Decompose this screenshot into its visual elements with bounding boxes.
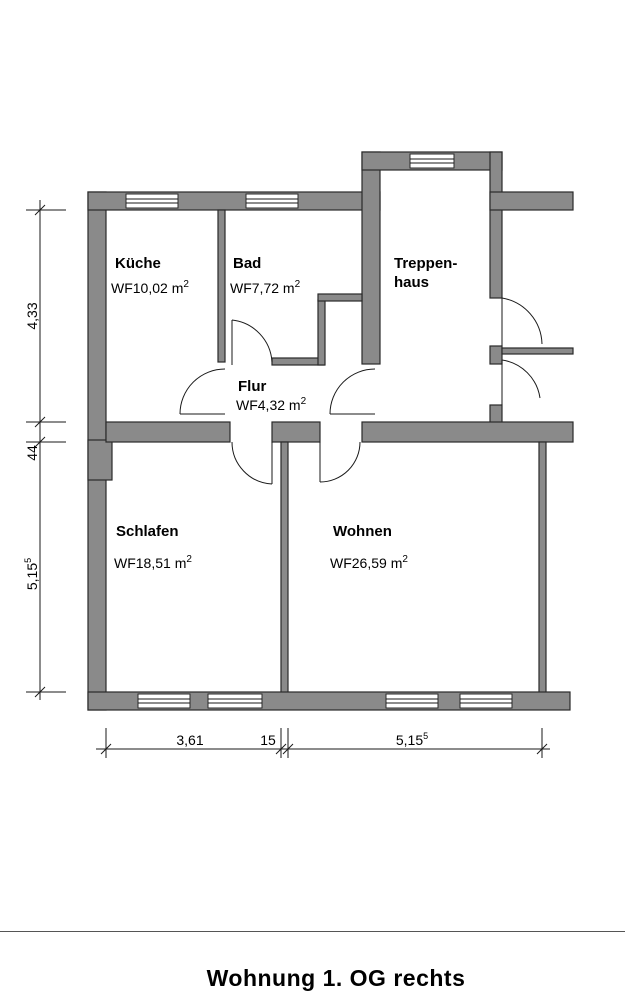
- wall-mid-left: [105, 421, 231, 443]
- wall-ext-right-top: [489, 191, 574, 211]
- wall-schlafen-wohnen: [280, 441, 289, 701]
- room-area-kueche: WF10,02 m2: [111, 279, 189, 296]
- room-name-bad: Bad: [233, 255, 261, 272]
- door-stair-upper: [501, 297, 543, 346]
- room-name-schlafen: Schlafen: [116, 523, 179, 540]
- door-schlafen: [231, 441, 273, 485]
- door-wohnen: [319, 441, 361, 483]
- wall-stair-right: [489, 151, 503, 299]
- room-area-wohnen: WF26,59 m2: [330, 554, 408, 571]
- walls: [87, 151, 574, 711]
- room-name-treppenhaus-1: Treppen-: [394, 255, 457, 272]
- room-area-schlafen: WF18,51 m2: [114, 554, 192, 571]
- dimension-vertical: 4,33 44 5,155: [23, 200, 66, 700]
- doors: [179, 297, 543, 485]
- door-kueche: [179, 368, 226, 415]
- room-labels: Küche WF10,02 m2 Bad WF7,72 m2 Treppen- …: [111, 255, 457, 571]
- wall-stair-door-jamb: [489, 345, 503, 365]
- wall-left-bump: [87, 439, 113, 481]
- dim-h-3: 5,155: [396, 731, 428, 748]
- windows: [125, 153, 513, 709]
- window-wohnen-2: [459, 693, 513, 709]
- wall-stair-lower-jamb: [489, 404, 503, 424]
- window-schlafen-1: [137, 693, 191, 709]
- window-wohnen-1: [385, 693, 439, 709]
- window-schlafen-2: [207, 693, 263, 709]
- footer-divider: [0, 931, 625, 932]
- dim-v-2: 44: [24, 445, 40, 461]
- room-area-bad: WF7,72 m2: [230, 279, 301, 296]
- dim-v-3: 5,155: [23, 558, 40, 590]
- dimension-horizontal: 3,61 15 5,155: [96, 728, 550, 758]
- room-name-treppenhaus-2: haus: [394, 274, 429, 291]
- wall-wohnen-right: [538, 441, 547, 701]
- door-bad: [231, 319, 273, 365]
- dim-h-2: 15: [260, 732, 276, 748]
- wall-stair-left: [361, 151, 381, 365]
- wall-bad-bottom: [271, 357, 325, 366]
- dim-h-1: 3,61: [176, 732, 203, 748]
- dim-v-1: 4,33: [24, 302, 40, 329]
- wall-bad-step-h: [317, 293, 363, 302]
- room-area-flur: WF4,32 m2: [236, 396, 307, 413]
- room-name-wohnen: Wohnen: [333, 523, 392, 540]
- window-bad: [245, 193, 299, 209]
- wall-mid-right: [361, 421, 574, 443]
- room-name-flur: Flur: [238, 378, 266, 395]
- wall-kueche-bad: [217, 209, 226, 363]
- wall-ext-right-mid: [501, 347, 574, 355]
- room-name-kueche: Küche: [115, 255, 161, 272]
- door-stair-lower: [501, 359, 541, 405]
- window-kueche: [125, 193, 179, 209]
- wall-mid-center: [271, 421, 321, 443]
- door-entrance: [329, 368, 376, 415]
- wall-bad-step-v: [317, 299, 326, 366]
- plan-title: Wohnung 1. OG rechts: [206, 965, 466, 991]
- window-treppenhaus: [409, 153, 455, 169]
